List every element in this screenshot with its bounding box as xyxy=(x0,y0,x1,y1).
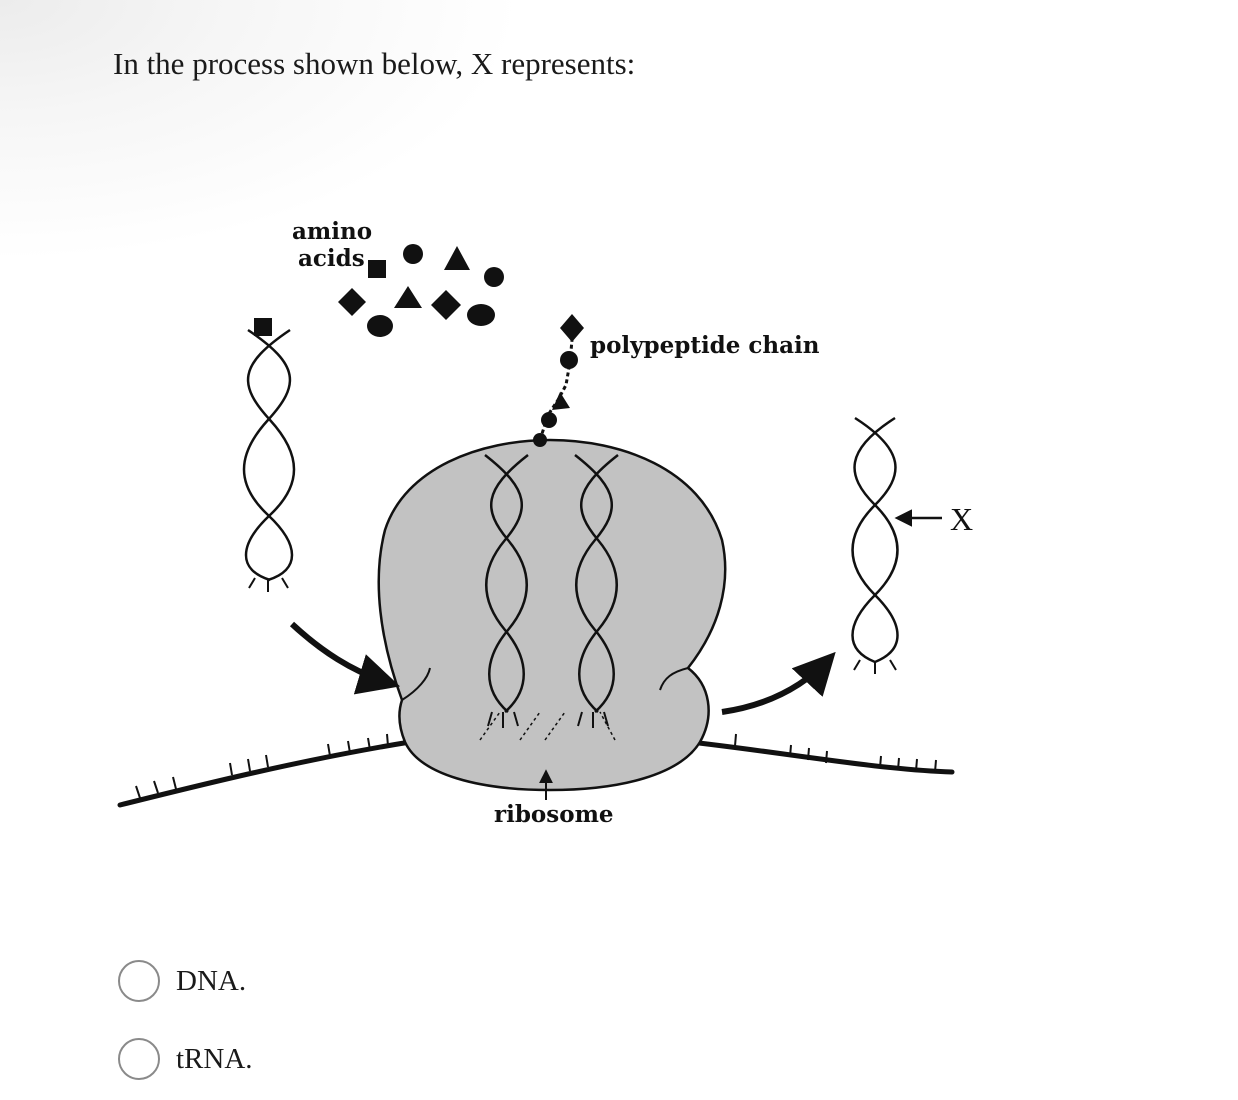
trna-in-ribosome-right xyxy=(574,454,619,728)
outgoing-arrow xyxy=(721,651,836,715)
answer-radio-2[interactable] xyxy=(118,1038,160,1080)
mrna-bases xyxy=(135,733,937,799)
amino-acids-label-line1: amino xyxy=(292,218,372,245)
outgoing-trna-x xyxy=(851,416,899,674)
incoming-arrow xyxy=(289,621,401,695)
ribosome-body xyxy=(377,438,727,792)
polypeptide-chain xyxy=(533,314,584,447)
trna-in-ribosome-left xyxy=(484,454,529,728)
answer-option-2[interactable]: tRNA. xyxy=(118,1036,253,1082)
ribosome-label: ribosome xyxy=(494,801,614,828)
answer-label-1: DNA. xyxy=(176,964,247,997)
ribosome-notch-right xyxy=(659,667,689,691)
answer-label-2: tRNA. xyxy=(176,1042,253,1075)
free-amino-acids xyxy=(338,244,504,337)
answer-option-1[interactable]: DNA. xyxy=(118,958,246,1004)
question-text: In the process shown below, X represents… xyxy=(113,46,636,81)
answer-radio-1[interactable] xyxy=(118,960,160,1002)
incoming-trna xyxy=(242,318,296,592)
ribosome-notch-left xyxy=(401,667,431,701)
amino-acids-label-line2: acids xyxy=(298,245,365,272)
x-marker-label: X xyxy=(950,501,973,537)
polypeptide-chain-label: polypeptide chain xyxy=(590,332,820,359)
